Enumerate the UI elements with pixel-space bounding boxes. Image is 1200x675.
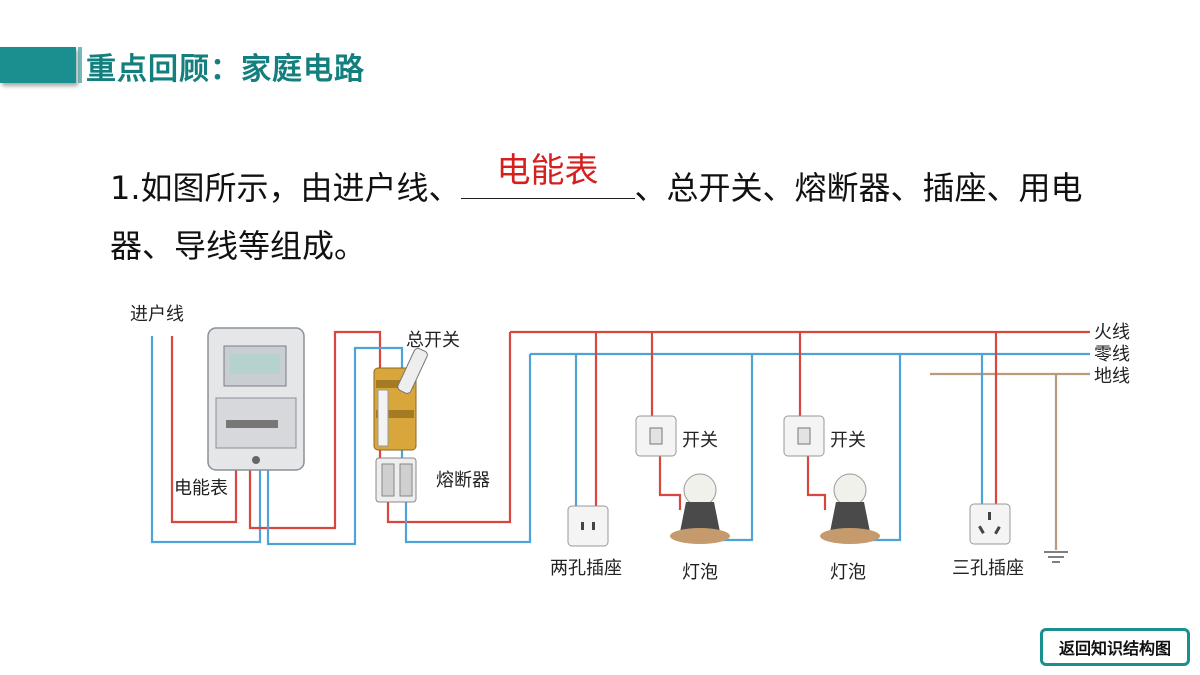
wall-switch-2-icon xyxy=(783,415,825,457)
three-pin-socket-icon xyxy=(969,503,1011,545)
label-meter: 电能表 xyxy=(174,478,228,498)
title-accent-bar xyxy=(0,47,82,83)
electric-meter-icon xyxy=(207,327,305,471)
question-suffix: 、总开关、熔断器、插座、用电器、导线等组成。 xyxy=(110,169,1083,265)
wall-switch-1-icon xyxy=(635,415,677,457)
label-two-pin-socket: 两孔插座 xyxy=(550,558,622,578)
page-title: 重点回顾：家庭电路 xyxy=(86,52,365,87)
label-ground-wire: 地线 xyxy=(1094,366,1130,386)
main-switch-icon xyxy=(373,347,428,451)
label-bulb-2: 灯泡 xyxy=(830,562,866,582)
light-bulb-2-icon xyxy=(820,473,880,544)
question-prefix: 1.如图所示，由进户线、 xyxy=(110,169,461,207)
fuse-icon xyxy=(375,457,417,503)
label-service-line: 进户线 xyxy=(130,304,184,324)
two-pin-socket-icon xyxy=(567,505,609,547)
light-bulb-1-icon xyxy=(670,473,730,544)
label-main-switch: 总开关 xyxy=(406,330,460,350)
label-switch-2: 开关 xyxy=(830,430,866,450)
label-fuse: 熔断器 xyxy=(436,470,490,490)
household-circuit-diagram: 进户线 电能表 总开关 熔断器 火线 零线 地线 开关 开关 两孔插座 灯泡 灯… xyxy=(130,304,1130,582)
answer-text: 电能表 xyxy=(496,152,599,190)
label-neutral-wire: 零线 xyxy=(1094,344,1130,364)
label-bulb-1: 灯泡 xyxy=(682,562,718,582)
label-switch-1: 开关 xyxy=(682,430,718,450)
ground-symbol xyxy=(1044,551,1068,563)
answer-blank: 电能表 xyxy=(460,152,635,199)
label-live-wire: 火线 xyxy=(1094,322,1130,342)
question-text: 1.如图所示，由进户线、电能表、总开关、熔断器、插座、用电器、导线等组成。 xyxy=(110,152,1140,275)
label-three-pin-socket: 三孔插座 xyxy=(952,558,1024,578)
back-to-structure-button[interactable]: 返回知识结构图 xyxy=(1040,628,1190,666)
